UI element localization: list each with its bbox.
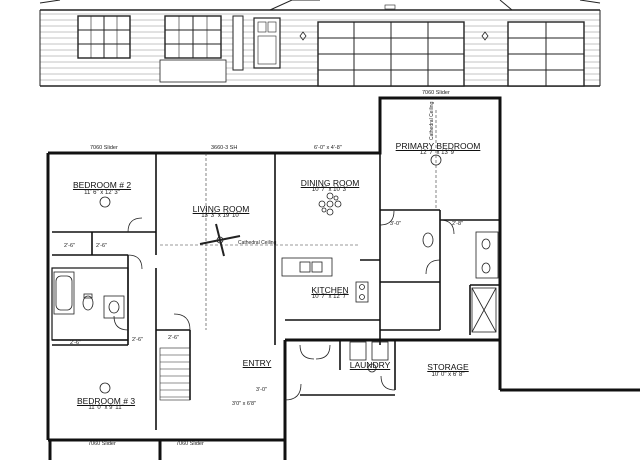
entry-door-note: 3'0" x 6'8" <box>232 401 257 407</box>
cathedral-ceiling-note-living: Cathedral Ceiling <box>238 240 277 246</box>
door-note-6: 3'-0" <box>390 221 401 227</box>
window-note-bottom-left: 7060 Slider <box>88 441 116 447</box>
plan-walls <box>46 96 640 460</box>
plan-fixtures <box>53 154 499 401</box>
room-dim-storage: 10' 0" x 6' 8" <box>431 372 465 378</box>
door-note-4: 2'-6" <box>132 337 143 343</box>
ceiling-lines <box>160 110 437 330</box>
window-note-bottom-mid: 7060 Slider <box>176 441 204 447</box>
cathedral-ceiling-note-primary: Cathedral Ceiling <box>429 101 435 140</box>
room-label-bedroom-3: BEDROOM # 3 <box>76 396 136 406</box>
elevation-front-door <box>253 17 281 69</box>
room-label-living-room: LIVING ROOM <box>192 204 250 214</box>
plan-interior-walls <box>51 153 500 430</box>
window-note-primary: 7060 Slider <box>422 90 450 96</box>
stairs <box>159 347 191 401</box>
window-note-top-left: 7060 Slider <box>90 145 118 151</box>
entry-width-note: 3'-0" <box>256 387 267 393</box>
room-dim-dining-room: 10' 7" x 10' 3" <box>311 187 349 193</box>
room-label-dining-room: DINING ROOM <box>300 178 360 188</box>
room-label-laundry: LAUNDRY <box>349 360 391 370</box>
ceiling-fan <box>199 223 241 257</box>
window-note-dining: 6'-0" x 4'-8" <box>314 145 342 151</box>
room-label-entry: ENTRY <box>242 358 272 368</box>
room-label-kitchen: KITCHEN <box>311 285 349 295</box>
chandelier <box>318 192 342 216</box>
door-note-1: 2'-6" <box>64 243 75 249</box>
door-note-5: 2'-6" <box>168 335 179 341</box>
room-dim-living-room: 13' 3" x 19' 10" <box>201 213 241 219</box>
room-dim-primary-bedroom: 12' 7" x 13' 9" <box>419 150 457 156</box>
door-note-3: 2'-6" <box>70 340 81 346</box>
front-elevation <box>39 0 601 87</box>
room-dim-bedroom-3: 11' 0" x 9' 11" <box>88 405 124 411</box>
door-note-7: 2'-8" <box>452 221 463 227</box>
room-label-storage: STORAGE <box>427 362 469 372</box>
window-note-living: 3660-3 SH <box>211 145 238 151</box>
door-note-2: 2'-6" <box>96 243 107 249</box>
room-label-bedroom-2: BEDROOM # 2 <box>72 180 132 190</box>
room-dim-bedroom-2: 11' 6" x 12' 3" <box>84 190 120 196</box>
room-dim-kitchen: 10' 7" x 12' 7" <box>311 294 349 300</box>
room-label-primary-bedroom: PRIMARY BEDROOM <box>395 141 481 151</box>
